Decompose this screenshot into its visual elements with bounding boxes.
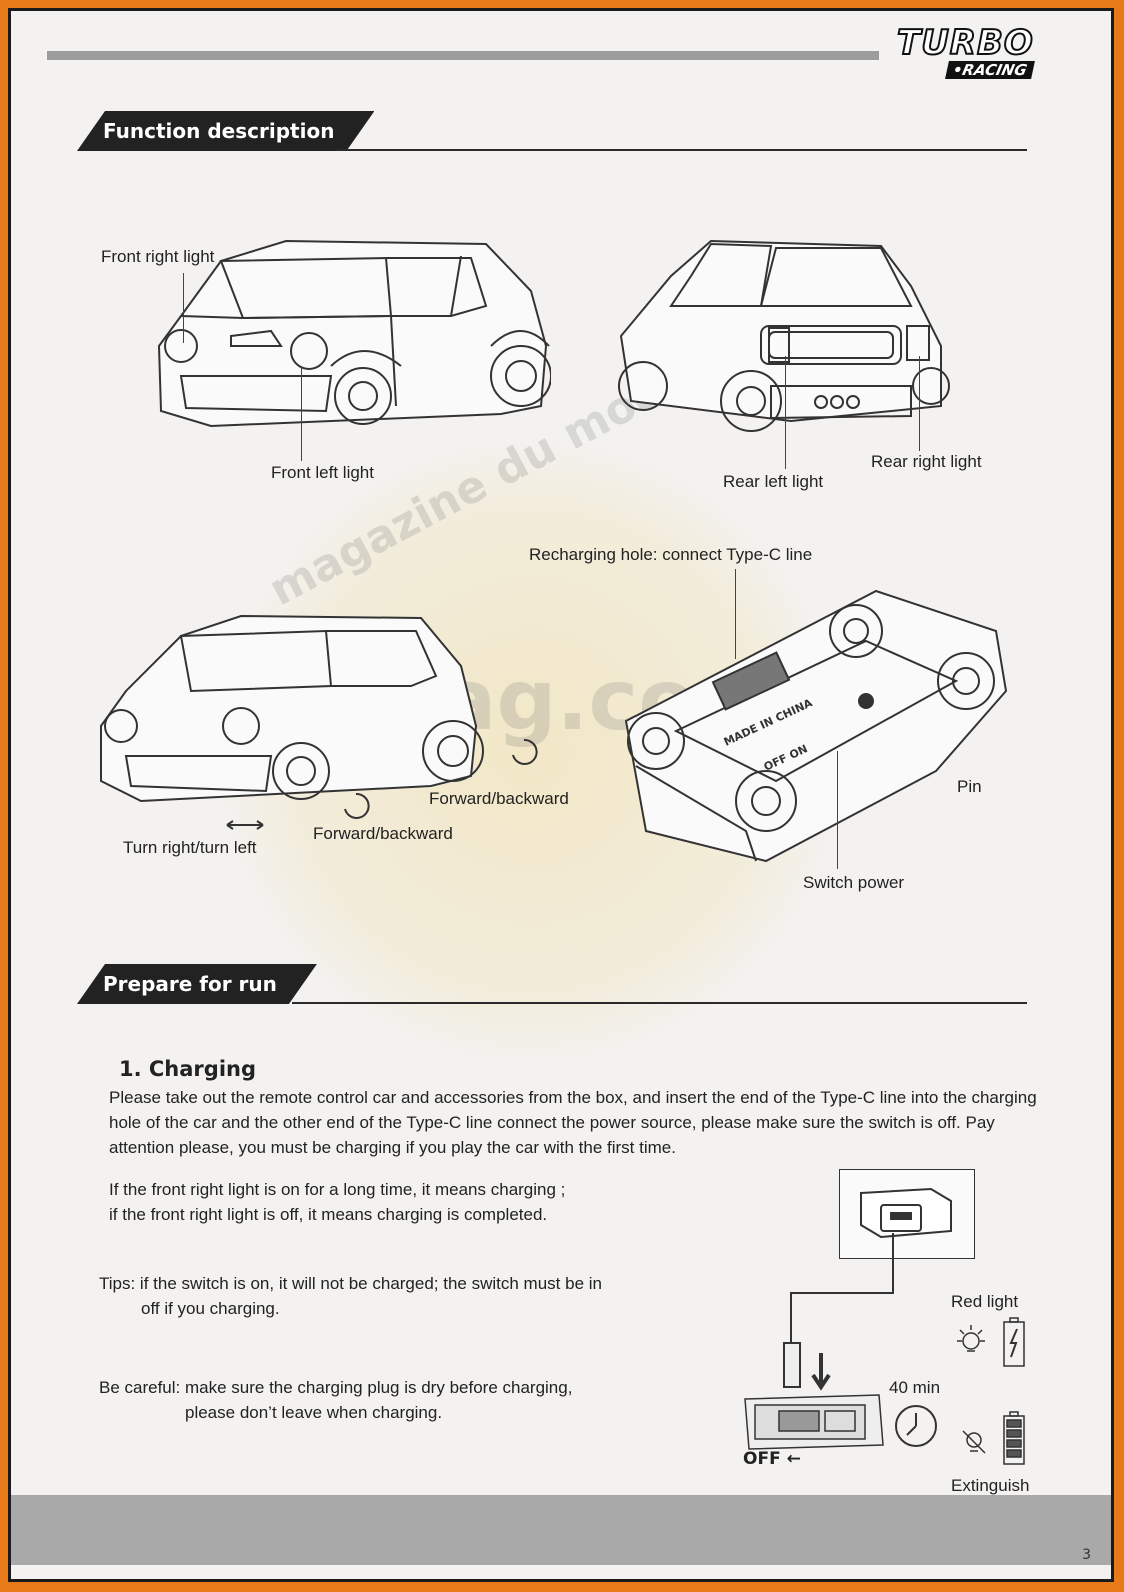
label-forward-backward-2: Forward/backward bbox=[313, 824, 453, 843]
leader-front-left-light bbox=[301, 366, 302, 461]
section-title: Function description bbox=[77, 111, 374, 151]
car-rear-view bbox=[618, 239, 950, 432]
label-switch-power: Switch power bbox=[803, 873, 905, 892]
battery-full-icon bbox=[1003, 1411, 1025, 1465]
manual-page: magazine du modelisme rcmag.com TURBO •R… bbox=[8, 8, 1114, 1582]
tips-line-1: Tips: if the switch is on, it will not b… bbox=[99, 1274, 602, 1293]
label-pin: Pin bbox=[957, 777, 982, 796]
header-bar bbox=[47, 51, 879, 60]
leader-recharging-hole bbox=[735, 569, 736, 659]
label-rear-right-light: Rear right light bbox=[871, 452, 982, 471]
label-recharging-hole: Recharging hole: connect Type-C line bbox=[529, 545, 813, 564]
leader-rear-right-light bbox=[919, 356, 920, 451]
off-label: OFF ← bbox=[743, 1449, 801, 1469]
car-underside-view: MADE IN CHINA OFF ON bbox=[624, 589, 1008, 863]
charging-status-line-2: if the front right light is off, it mean… bbox=[109, 1205, 548, 1224]
section-title: Prepare for run bbox=[77, 964, 317, 1004]
charging-status-line-1: If the front right light is on for a lon… bbox=[109, 1180, 566, 1199]
label-front-left-light: Front left light bbox=[271, 463, 374, 482]
label-front-right-light: Front right light bbox=[101, 247, 215, 266]
tips-line-2: off if you charging. bbox=[141, 1299, 280, 1318]
red-light-label: Red light bbox=[951, 1292, 1019, 1311]
off-text: OFF bbox=[743, 1449, 781, 1469]
leader-front-right-light bbox=[183, 273, 184, 343]
clock-icon bbox=[895, 1405, 937, 1447]
section-function-description: Function description bbox=[77, 111, 1037, 151]
page-number: 3 bbox=[1082, 1547, 1091, 1563]
section-rule bbox=[292, 1002, 1027, 1004]
brand-turbo: TURBO bbox=[896, 22, 1034, 64]
charging-cable bbox=[783, 1233, 894, 1391]
charging-title: 1. Charging bbox=[119, 1057, 257, 1081]
footer-bar bbox=[11, 1495, 1111, 1565]
careful-line-1: Be careful: make sure the charging plug … bbox=[99, 1378, 573, 1397]
label-rear-left-light: Rear left light bbox=[723, 472, 824, 491]
car-front-view bbox=[157, 239, 551, 428]
label-turn: Turn right/turn left bbox=[123, 838, 257, 857]
rotation-arrow-icon bbox=[512, 738, 538, 765]
car-bottom-small bbox=[744, 1394, 884, 1450]
leader-rear-left-light bbox=[785, 356, 786, 469]
section-prepare-for-run: Prepare for run bbox=[77, 964, 1037, 1004]
turn-arrow-icon bbox=[226, 820, 264, 830]
car-side-view bbox=[100, 614, 484, 803]
light-off-icon bbox=[962, 1430, 986, 1454]
time-label: 40 min bbox=[889, 1378, 941, 1397]
rotation-arrow-icon-2 bbox=[344, 792, 370, 819]
charger-adapter bbox=[860, 1187, 952, 1239]
off-arrow-icon: ← bbox=[786, 1449, 801, 1469]
label-forward-backward-1: Forward/backward bbox=[429, 789, 569, 808]
light-on-icon bbox=[957, 1325, 985, 1352]
brand-racing: •RACING bbox=[945, 61, 1035, 79]
careful-line-2: please don’t leave when charging. bbox=[185, 1403, 443, 1422]
battery-charging-icon bbox=[1003, 1317, 1025, 1367]
section-rule bbox=[337, 149, 1027, 151]
leader-switch-power bbox=[837, 751, 838, 869]
charging-paragraph: Please take out the remote control car a… bbox=[109, 1088, 1037, 1157]
brand-logo: TURBO •RACING bbox=[891, 22, 1091, 87]
extinguish-label: Extinguish bbox=[951, 1476, 1030, 1495]
